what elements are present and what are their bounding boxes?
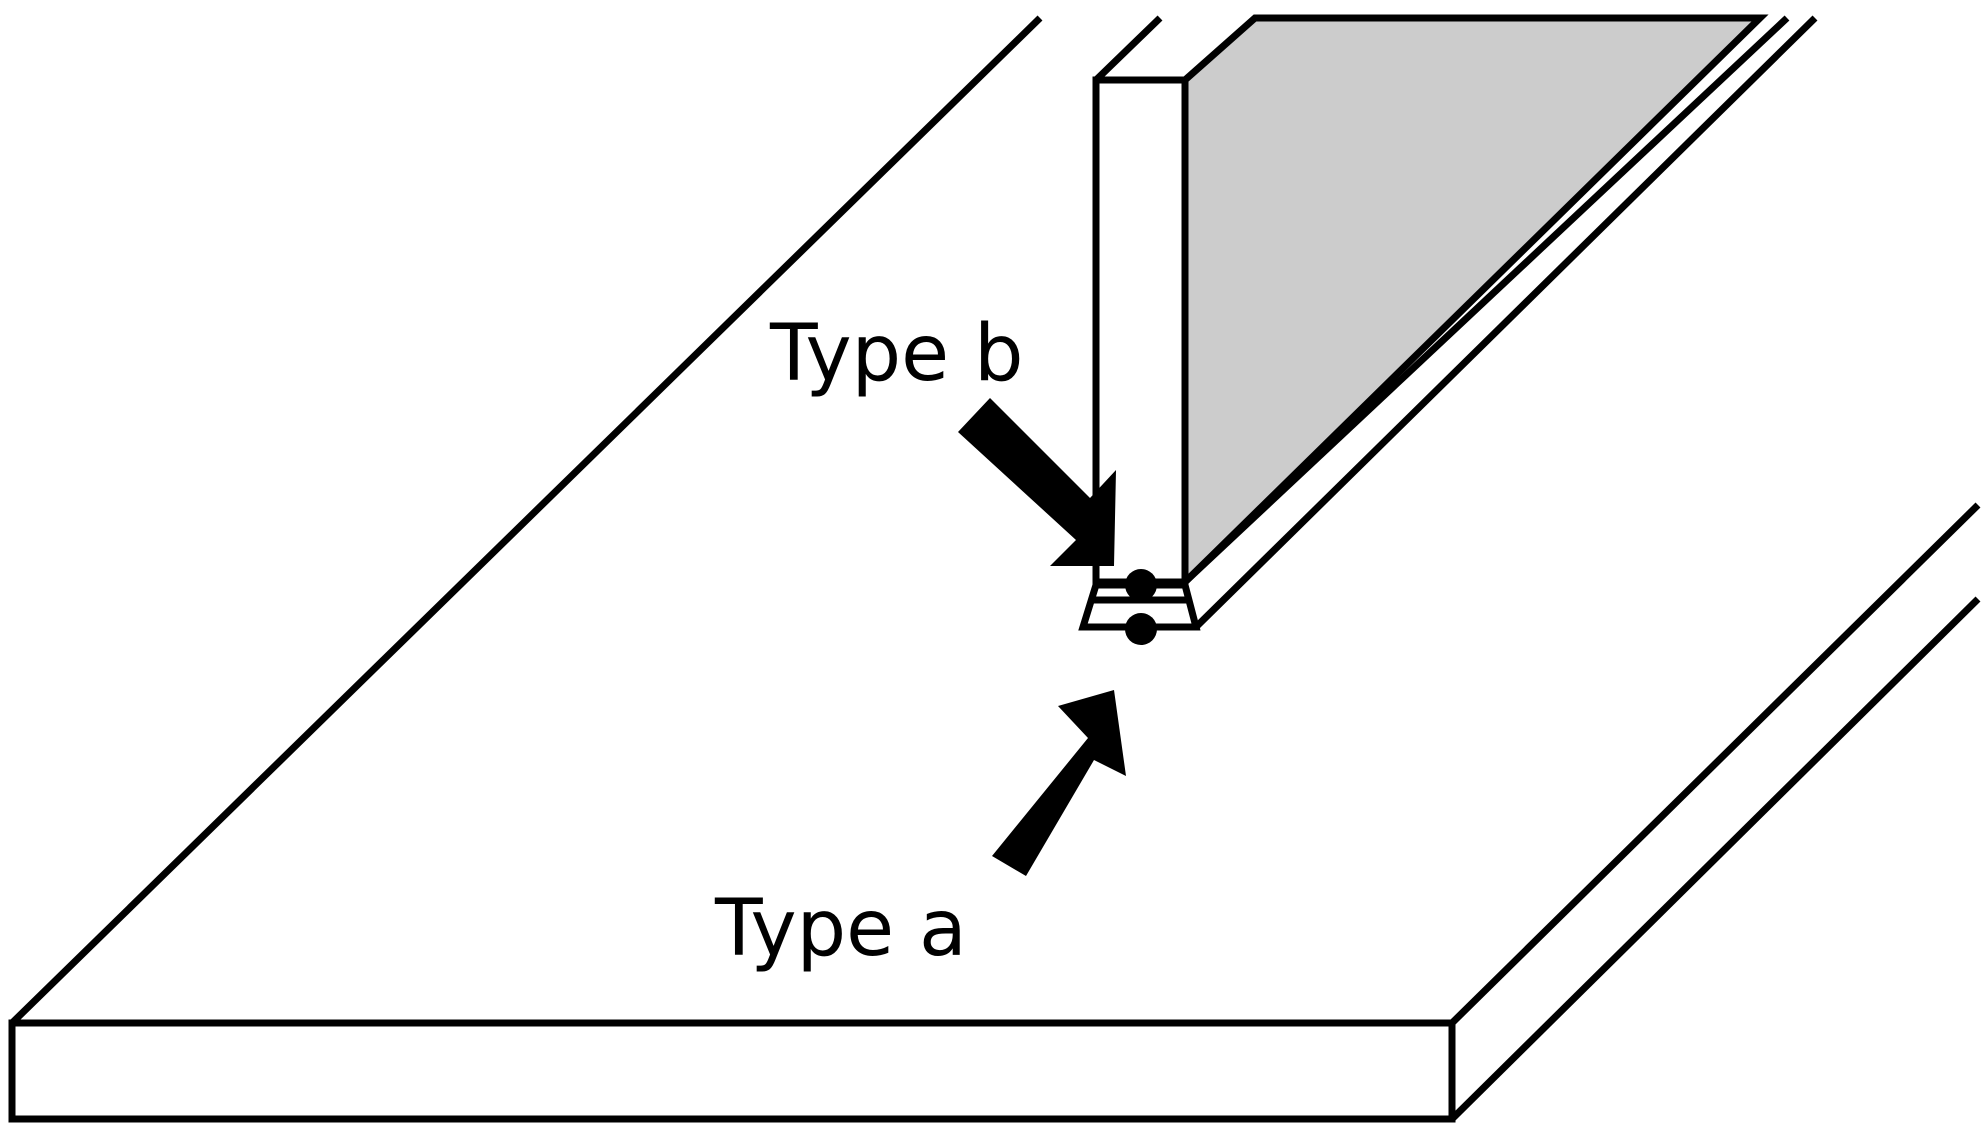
type-a-label: Type a: [714, 884, 967, 974]
base-plate-right-bottom-edge: [1449, 596, 1981, 1122]
web-plate-top-edge: [1093, 15, 1163, 83]
web-plate-base-strip-upper: [1182, 15, 1790, 585]
web-plate-base-strip-lower: [1193, 15, 1818, 630]
type-a-arrow: [992, 690, 1126, 876]
base-plate-left-edge: [9, 15, 1043, 1026]
weld-point-a: [1125, 613, 1157, 645]
type-b-arrow: [958, 398, 1116, 566]
type-b-label: Type b: [769, 309, 1023, 399]
base-plate-right-top-edge: [1449, 502, 1981, 1026]
web-plate: [1092, 14, 1818, 630]
weld-point-b: [1125, 569, 1157, 601]
base-plate-front-face: [8, 1019, 1456, 1123]
base-plate: [8, 15, 1981, 1123]
